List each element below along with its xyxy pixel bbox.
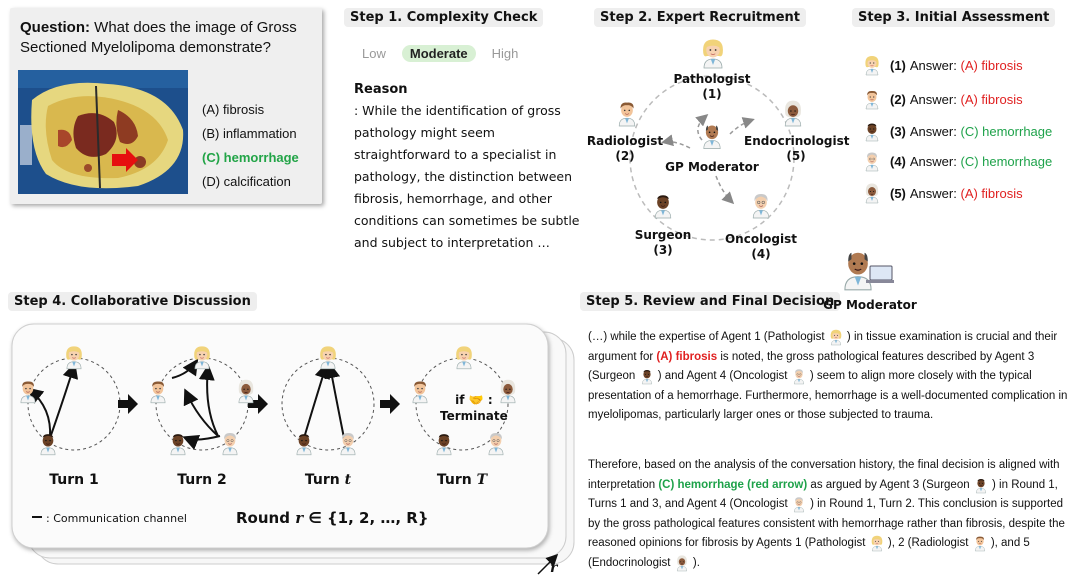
option-c: (C) hemorrhage: [202, 150, 299, 165]
agent-surgeon-label: Surgeon(3): [634, 228, 692, 257]
legend-text: : Communication channel: [46, 512, 187, 525]
answer-row-1: (1)Answer: (A) fibrosis: [862, 54, 1023, 76]
answer-4-value: (C) hemorrhage: [960, 153, 1053, 169]
radiologist-icon: [862, 88, 882, 110]
answer-row-2: (2)Answer: (A) fibrosis: [862, 88, 1023, 110]
myelolipoma-image: [18, 70, 188, 194]
turn2-radiologist: [146, 378, 170, 404]
level-low: Low: [362, 46, 386, 61]
agent-pathologist-label: Pathologist(1): [673, 72, 751, 101]
endocrinologist-icon: [862, 182, 882, 204]
option-a: (A) fibrosis: [202, 102, 265, 117]
step3-title: Step 3. Initial Assessment: [852, 8, 1056, 27]
step1-title: Step 1. Complexity Check: [344, 8, 544, 27]
turn1-pathologist: [62, 344, 86, 370]
option-d: (D) calcification: [202, 174, 291, 189]
answer-row-5: (5)Answer: (A) fibrosis: [862, 182, 1023, 204]
endocrinologist-avatar: [780, 98, 806, 128]
answer-2-value: (A) fibrosis: [960, 91, 1023, 107]
reason-text: : While the identification of gross path…: [354, 103, 580, 250]
oncologist-inline-icon-2: [791, 495, 807, 513]
pathologist-inline-icon: [828, 328, 844, 346]
question-card: Question: What does the image of Gross S…: [10, 8, 322, 204]
question-text: Question: What does the image of Gross S…: [20, 18, 315, 58]
terminate-condition: if 🤝 : Terminate: [440, 393, 508, 423]
final-paragraph-1: (…) while the expertise of Agent 1 (Path…: [588, 328, 1072, 426]
discussion-panel: [11, 323, 575, 575]
turn2-endocrinologist: [234, 378, 258, 404]
surgeon-icon: [862, 120, 882, 142]
surgeon-inline-icon: [639, 367, 655, 385]
handshake-icon: 🤝: [468, 393, 484, 407]
option-b: (B) inflammation: [202, 126, 297, 141]
gp-moderator-laptop-avatar: [844, 252, 894, 291]
turn2-oncologist: [218, 430, 242, 456]
turnt-pathologist: [316, 344, 340, 370]
turn-T-label: Turn T: [436, 472, 488, 488]
answer-row-4: (4)Answer: (C) hemorrhage: [862, 150, 1052, 172]
pathologist-avatar: [698, 36, 728, 70]
turnT-surgeon: [432, 430, 456, 456]
answer-3-value: (C) hemorrhage: [960, 123, 1053, 139]
gp-moderator-label: GP Moderator: [665, 160, 759, 174]
answer-row-3: (3)Answer: (C) hemorrhage: [862, 120, 1052, 142]
oncologist-inline-icon: [791, 367, 807, 385]
question-body: What does the image of Gross Sectioned M…: [20, 19, 297, 56]
step4-title: Step 4. Collaborative Discussion: [8, 292, 257, 311]
turn-2-label: Turn 2: [177, 472, 227, 488]
radiologist-inline-icon: [972, 534, 988, 552]
agent-radiologist-label: Radiologist(2): [586, 134, 664, 163]
radiologist-avatar: [614, 98, 640, 128]
level-moderate: Moderate: [401, 45, 476, 62]
question-label: Question:: [20, 19, 90, 36]
pathologist-icon: [862, 54, 882, 76]
turnT-pathologist: [452, 344, 476, 370]
gp-moderator-avatar: [698, 120, 726, 150]
surgeon-inline-icon-2: [973, 476, 989, 494]
final-paragraph-2: Therefore, based on the analysis of the …: [588, 456, 1072, 573]
endocrinologist-inline-icon: [674, 554, 690, 572]
reason-heading: Reason: [354, 82, 408, 97]
agent-endocrinologist-label: Endocrinologist(5): [744, 134, 850, 163]
oncologist-icon: [862, 150, 882, 172]
level-high: High: [491, 46, 519, 61]
turnT-radiologist: [408, 378, 432, 404]
agent-oncologist-label: Oncologist(4): [724, 232, 798, 261]
step5-moderator-label: GP Moderator: [823, 298, 917, 312]
oncologist-avatar: [748, 190, 774, 220]
recruitment-diagram: [629, 75, 795, 241]
answer-5-value: (A) fibrosis: [960, 185, 1023, 201]
round-label: Round r ∈ {1, 2, …, R}: [236, 509, 429, 527]
step2-title: Step 2. Expert Recruitment: [594, 8, 806, 27]
pathologist-inline-icon-2: [869, 534, 885, 552]
turn1-radiologist: [16, 378, 40, 404]
stack-round-label: r: [550, 560, 558, 576]
turnT-oncologist: [484, 430, 508, 456]
turnt-oncologist: [336, 430, 360, 456]
turn-1-label: Turn 1: [49, 472, 99, 488]
turnt-surgeon: [292, 430, 316, 456]
turn2-surgeon: [166, 430, 190, 456]
complexity-levels: Low Moderate High: [354, 45, 534, 62]
turn2-pathologist: [190, 344, 214, 370]
answer-1-value: (A) fibrosis: [960, 57, 1023, 73]
turn1-surgeon: [36, 430, 60, 456]
turn-t-label: Turn t: [304, 472, 352, 488]
step5-title: Step 5. Review and Final Decision: [580, 292, 841, 311]
surgeon-avatar: [650, 190, 676, 220]
